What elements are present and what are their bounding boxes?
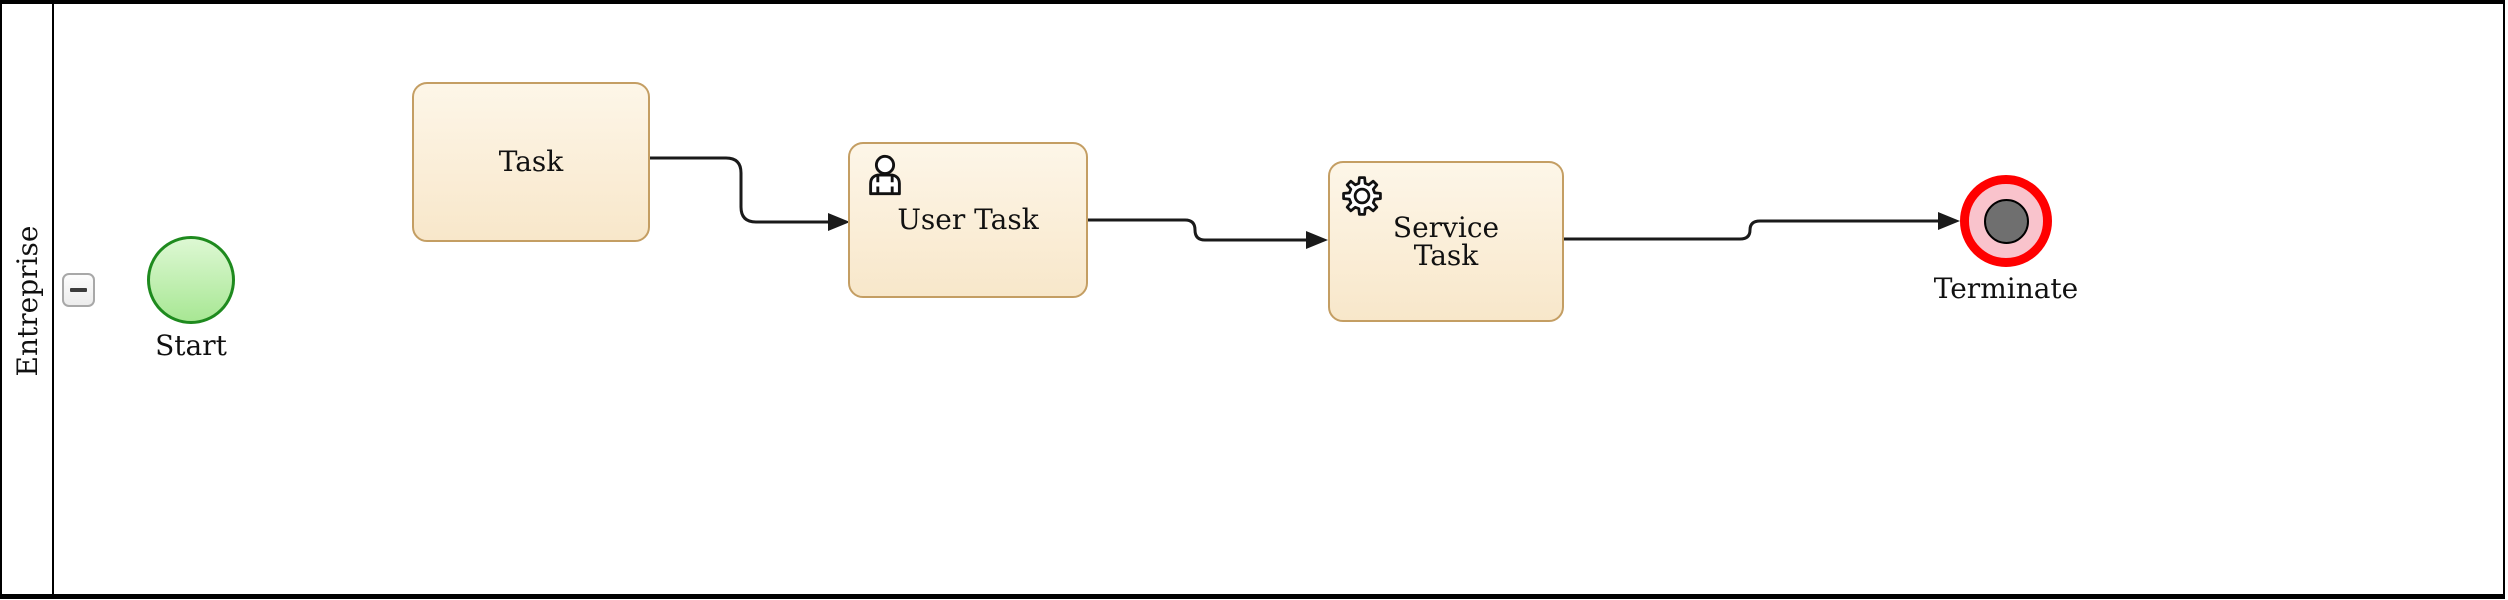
person-icon bbox=[869, 154, 901, 196]
pool-label-divider bbox=[52, 4, 54, 594]
pool-label: Entreprise bbox=[11, 225, 44, 377]
terminate-event-label: Terminate bbox=[1933, 272, 2079, 305]
terminate-end-event[interactable] bbox=[1960, 175, 2052, 267]
service-task-node[interactable]: Service Task bbox=[1328, 161, 1564, 322]
task-label: Task bbox=[498, 145, 564, 178]
service-task-label: Service Task bbox=[1392, 210, 1500, 272]
pool-collapse-button[interactable] bbox=[62, 273, 95, 307]
gear-icon bbox=[1342, 176, 1382, 216]
terminate-core-icon bbox=[1983, 198, 2029, 244]
user-task-label: User Task bbox=[897, 203, 1039, 236]
start-event[interactable] bbox=[147, 236, 235, 324]
start-event-label: Start bbox=[155, 329, 227, 362]
task-node[interactable]: Task bbox=[412, 82, 650, 242]
user-task-node[interactable]: User Task bbox=[848, 142, 1088, 298]
minus-icon bbox=[70, 288, 87, 292]
